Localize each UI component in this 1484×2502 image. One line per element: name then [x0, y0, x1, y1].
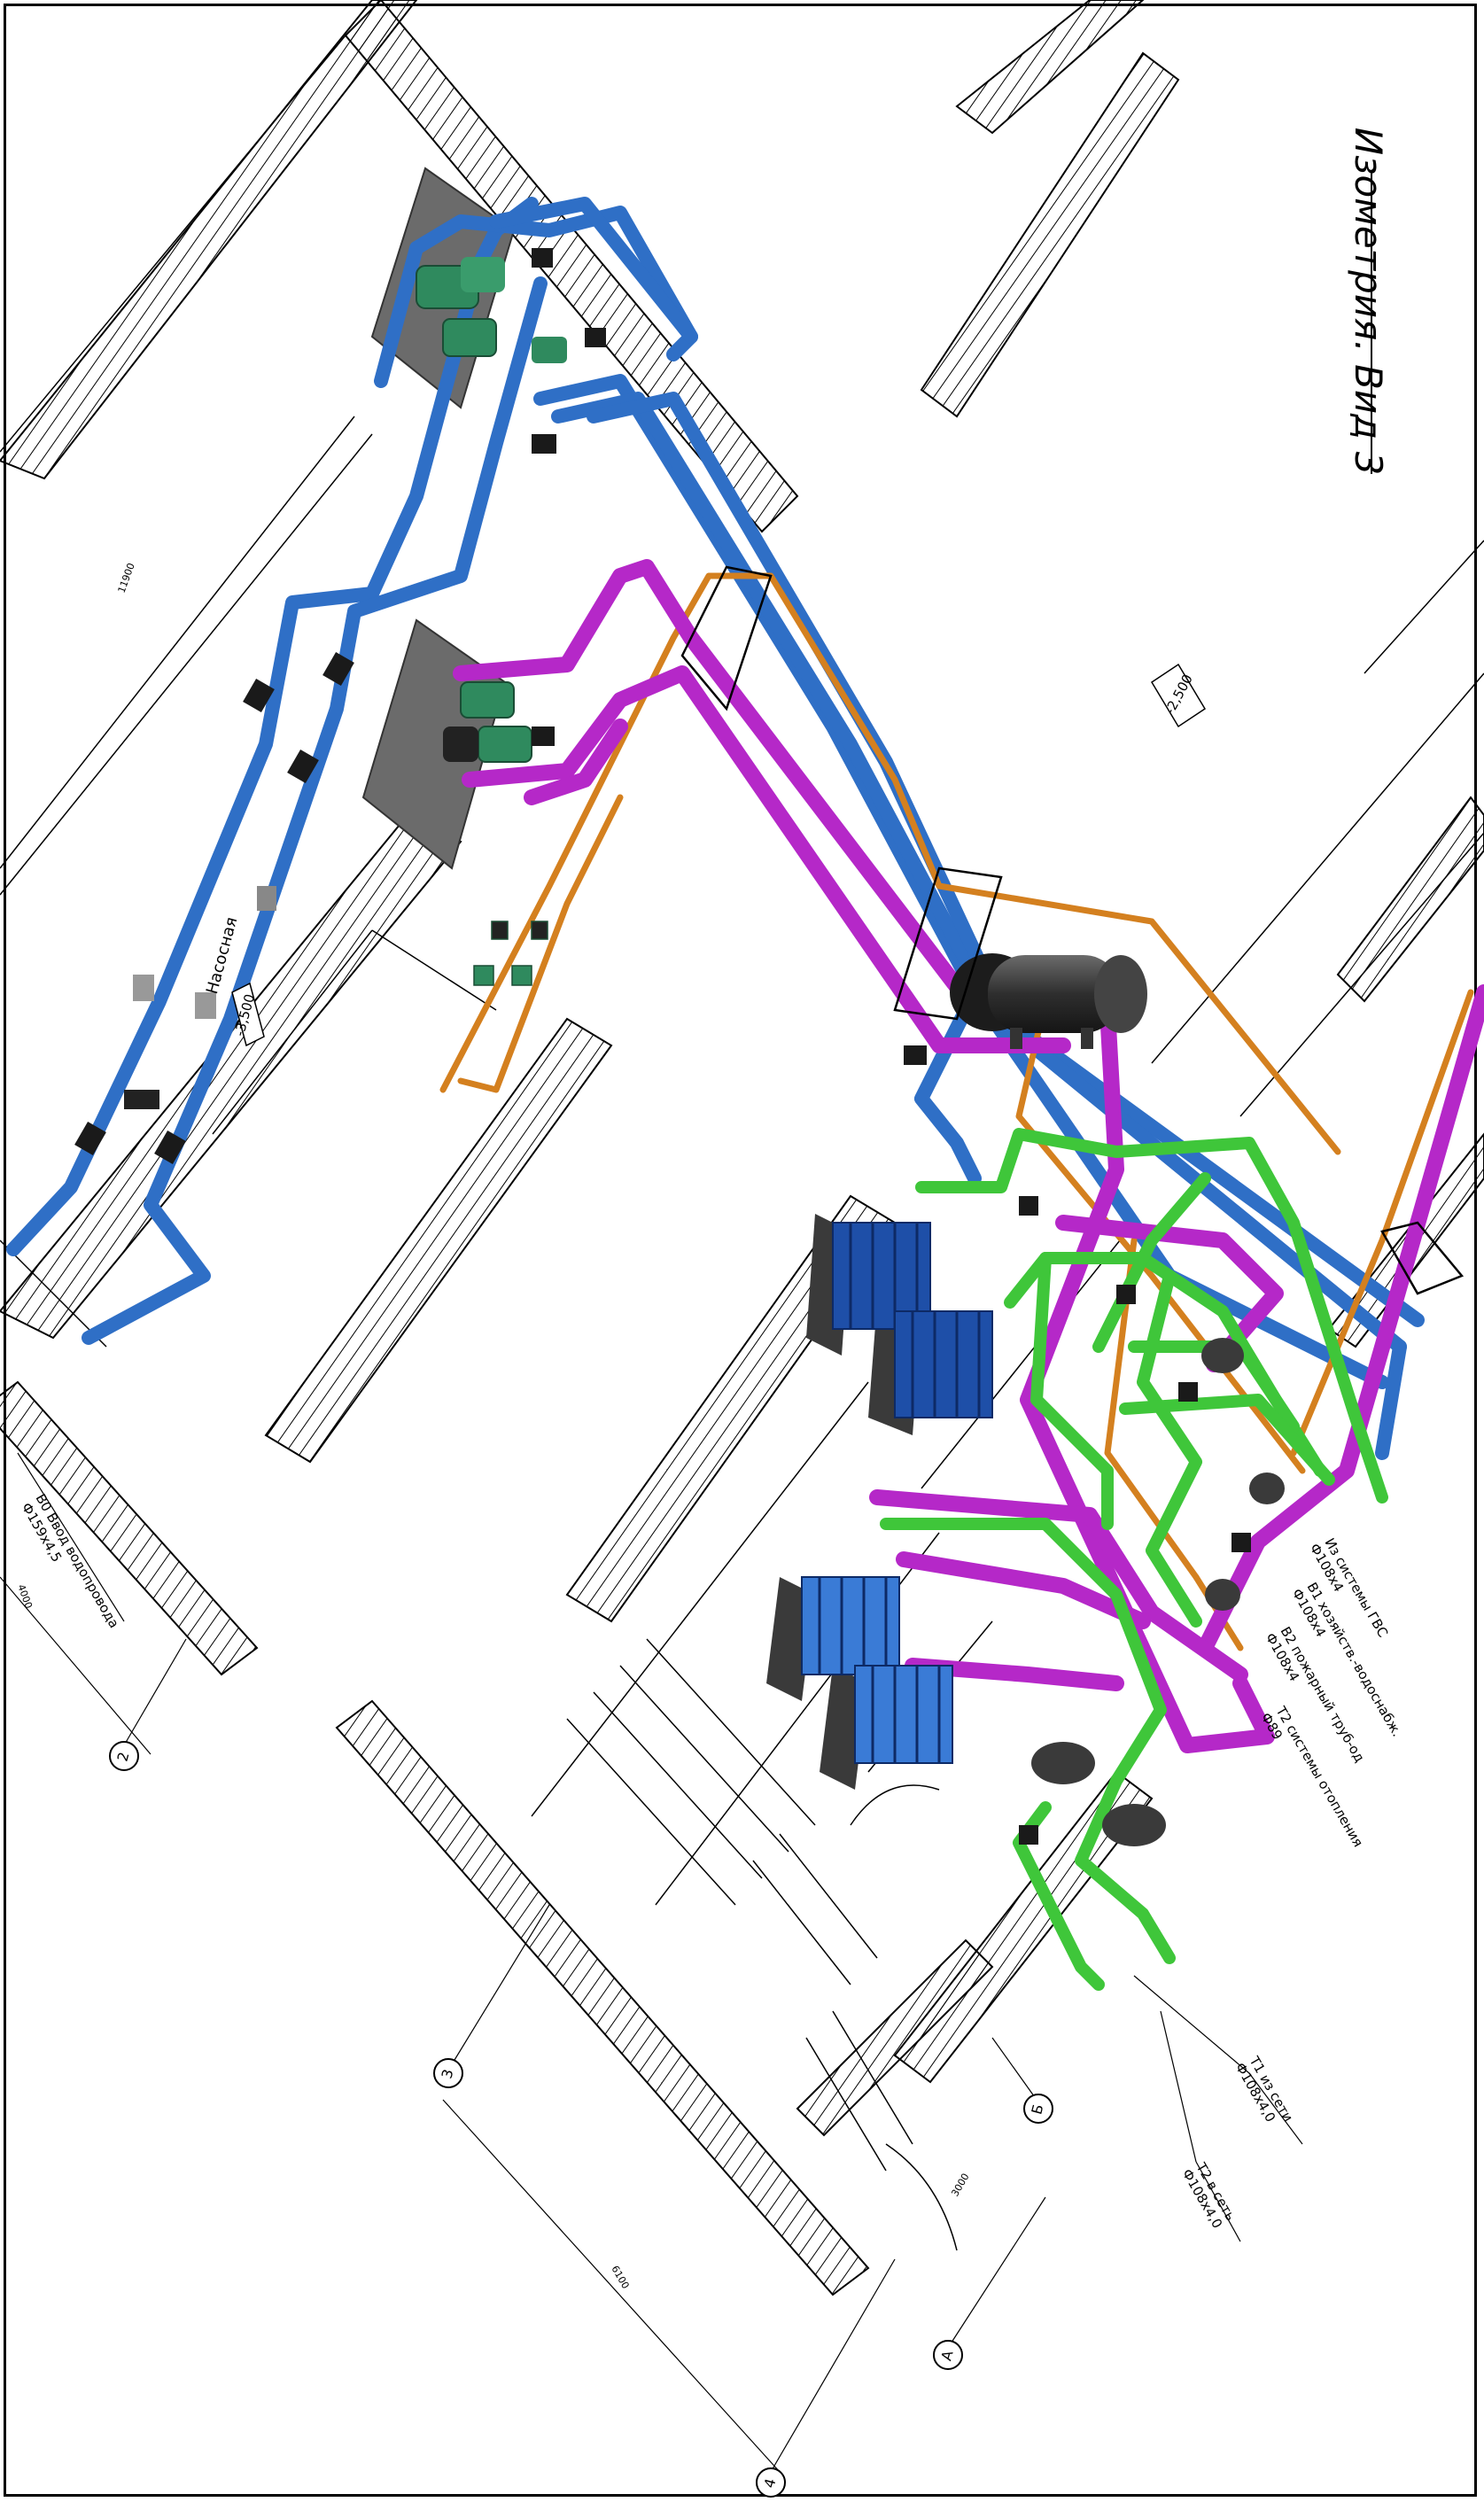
- pipes-cold-water: [6, 197, 1425, 1460]
- pumps-middle: [443, 681, 532, 763]
- axis-circle-2: [109, 1741, 139, 1771]
- axis-lines: [0, 1576, 1046, 2473]
- wall-right-column: [920, 51, 1180, 418]
- pipes-network: [880, 1128, 1388, 1991]
- axis-circle-a: [933, 2340, 963, 2370]
- building-walls: [0, 0, 1484, 2296]
- axis-labels: 2 3 4 А Б: [114, 1750, 1047, 2490]
- wall-bottom-left: [0, 1380, 259, 1676]
- dim-3000: 3000: [949, 2172, 971, 2199]
- wall-bottom-stair: [796, 1939, 994, 2137]
- svg-text:Т2 системы отопления: Т2 системы отопления: [1272, 1703, 1366, 1850]
- wall-upper-left: [0, 0, 418, 480]
- section-markers: [680, 565, 1465, 1295]
- wall-upper-right: [955, 0, 1145, 135]
- heat-exchangers: [801, 1222, 993, 1764]
- heat-exchanger-2: [894, 1310, 993, 1418]
- wall-top-outer: [344, 0, 799, 533]
- axis-markers: [109, 1741, 1053, 2498]
- drawing-frame: [4, 4, 1477, 2497]
- axis-circle-4: [756, 2467, 786, 2498]
- axis-label-3: 3: [439, 2067, 457, 2080]
- pipes-hot-water: [439, 572, 1474, 1651]
- axis-circle-3: [433, 2058, 463, 2088]
- heat-exchanger-3: [801, 1576, 900, 1675]
- callout-t2: Т2 в сеть Ф108х4,0: [1160, 2010, 1241, 2242]
- wall-bottom-long: [335, 1699, 870, 2296]
- hot-water-valves: [473, 921, 548, 986]
- level-mark-main: -2,500: [1150, 663, 1207, 728]
- heat-exchanger-4: [854, 1665, 953, 1764]
- wall-inner-mid: [264, 1017, 613, 1464]
- valves: [74, 248, 1251, 1845]
- axis-label-b: Б: [1028, 2102, 1046, 2117]
- wall-right-far: [1336, 796, 1484, 1003]
- axis-label-4: 4: [761, 2476, 780, 2490]
- axis-label-a: А: [937, 2349, 956, 2363]
- svg-text:В1 хозяйств.-водоснабж.: В1 хозяйств.-водоснабж.: [1304, 1580, 1405, 1739]
- pumps-upper: [416, 257, 567, 363]
- dim-11900: 11900: [116, 562, 137, 594]
- structural-lines: [0, 35, 1484, 1906]
- stair: [566, 1638, 958, 2251]
- wall-left-long: [0, 813, 462, 1340]
- title-text: Изометрия. Вид 3: [1347, 128, 1390, 476]
- filters: [1031, 1338, 1285, 1846]
- axis-label-2: 2: [114, 1750, 133, 1763]
- drawing-title: Изометрия. Вид 3: [1347, 128, 1390, 476]
- storage-tank: [950, 953, 1147, 1049]
- callout-t1: Т1 из сети Ф108х4,0: [1133, 1975, 1303, 2145]
- axis-circle-b: [1023, 2094, 1053, 2124]
- equipment: [74, 248, 1285, 1846]
- dim-4000: 4000: [15, 1583, 35, 1611]
